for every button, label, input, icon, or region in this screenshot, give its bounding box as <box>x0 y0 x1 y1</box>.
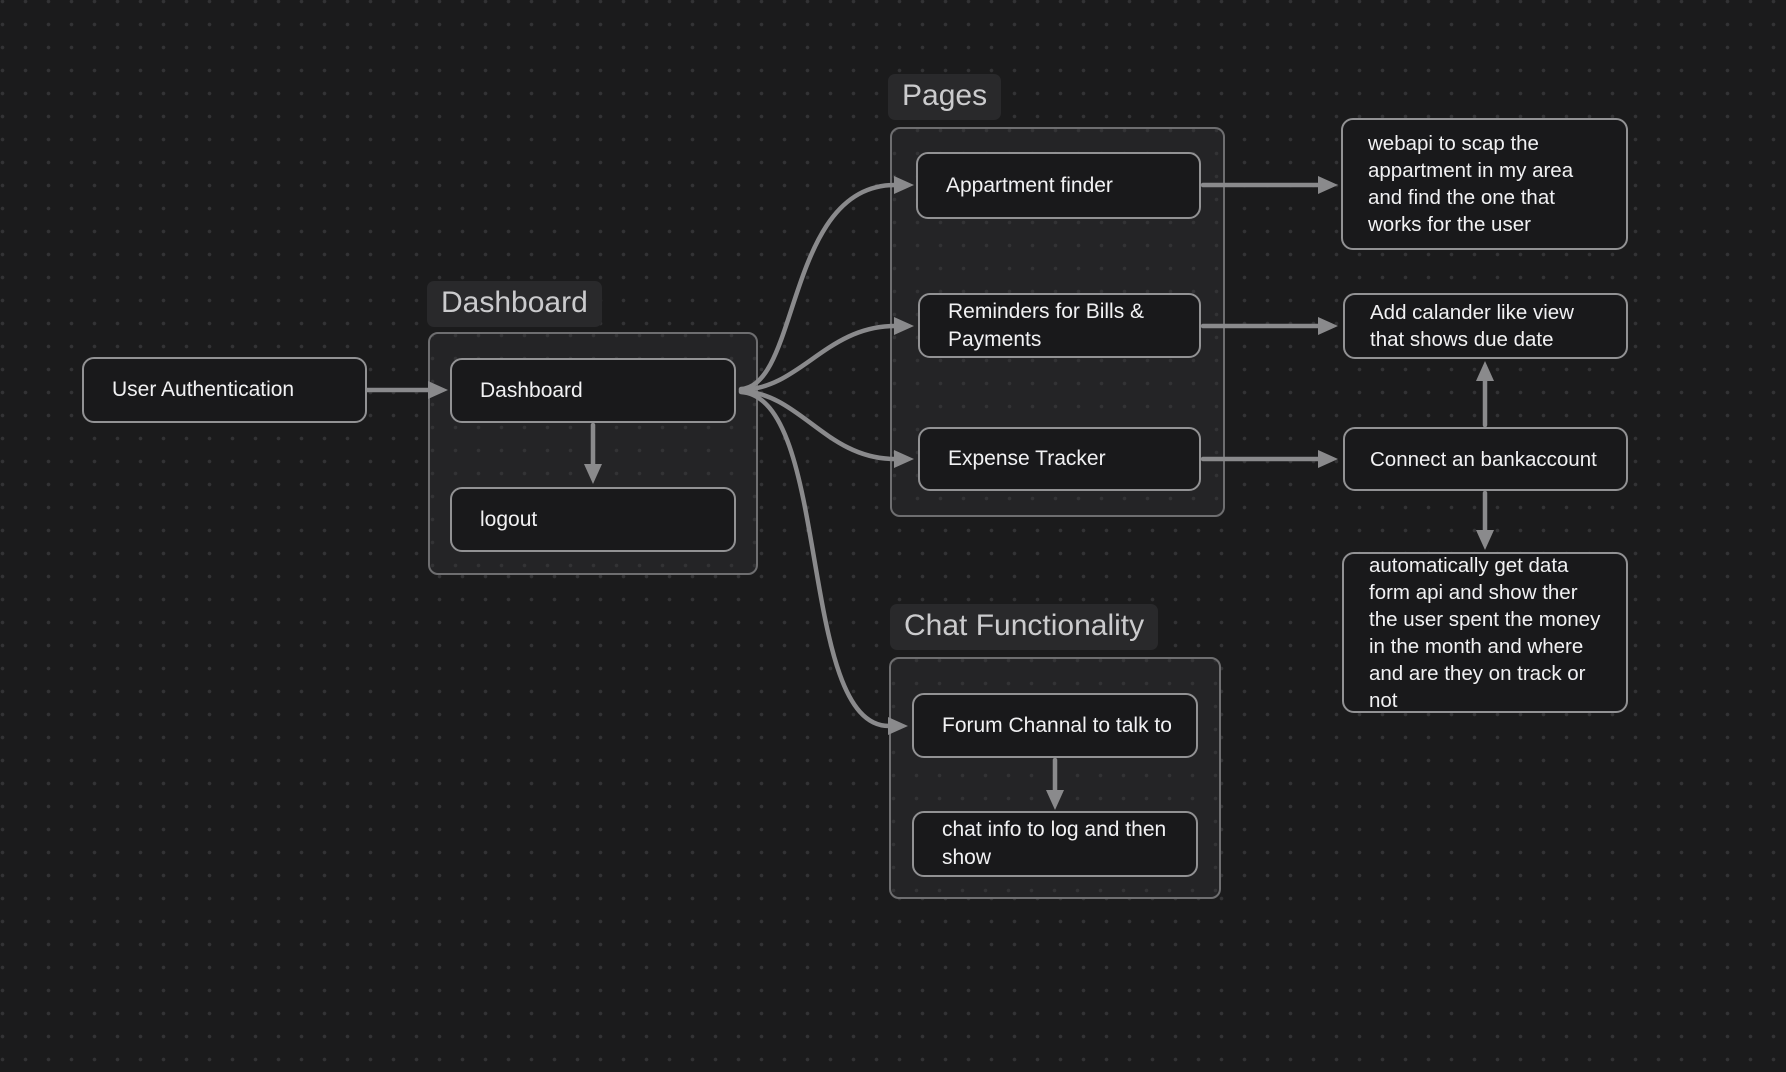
arrow-dashboard-to-forum-channel[interactable] <box>738 389 908 735</box>
node-chat-log[interactable]: chat info to log and then show <box>912 811 1198 877</box>
node-calendar-note-text: Add calander like view that shows due da… <box>1370 301 1574 351</box>
node-forum-channel[interactable]: Forum Channal to talk to <box>912 693 1198 758</box>
node-logout[interactable]: logout <box>450 487 736 552</box>
node-user-authentication[interactable]: User Authentication <box>82 357 367 423</box>
node-auto-data-note-text: automatically get data form api and show… <box>1369 553 1601 712</box>
node-auto-data-note[interactable]: automatically get data form api and show… <box>1342 552 1628 713</box>
arrow-bank-note-to-auto-data-note[interactable] <box>1476 490 1494 550</box>
node-apartment-finder[interactable]: Appartment finder <box>916 152 1201 219</box>
node-bank-note[interactable]: Connect an bankaccount <box>1343 427 1628 491</box>
node-logout-text: logout <box>480 507 538 531</box>
node-forum-channel-text: Forum Channal to talk to <box>942 713 1172 737</box>
node-bill-reminders-text: Reminders for Bills & Payments <box>948 299 1145 351</box>
frame-dashboard-label[interactable]: Dashboard <box>427 281 602 327</box>
frame-chat-functionality-label[interactable]: Chat Functionality <box>890 604 1159 650</box>
node-chat-log-text: chat info to log and then show <box>942 818 1167 869</box>
node-apartment-finder-text: Appartment finder <box>946 173 1113 197</box>
node-user-authentication-text: User Authentication <box>112 378 295 401</box>
arrow-bank-note-to-calendar-note[interactable] <box>1476 361 1494 428</box>
arrow-dashboard-to-apartment-finder[interactable] <box>738 176 914 392</box>
node-dashboard[interactable]: Dashboard <box>450 358 736 423</box>
node-bill-reminders[interactable]: Reminders for Bills & Payments <box>918 293 1201 358</box>
node-bank-note-text: Connect an bankaccount <box>1370 447 1597 471</box>
node-expense-tracker[interactable]: Expense Tracker <box>918 427 1201 491</box>
node-calendar-note[interactable]: Add calander like view that shows due da… <box>1343 293 1628 359</box>
frame-pages-label[interactable]: Pages <box>888 74 1002 120</box>
node-dashboard-text: Dashboard <box>480 378 583 402</box>
arrow-dashboard-to-expense-tracker[interactable] <box>738 388 914 468</box>
node-webapi-note[interactable]: webapi to scap the appartment in my area… <box>1341 118 1628 250</box>
arrow-dashboard-to-bill-reminders[interactable] <box>738 317 914 393</box>
node-expense-tracker-text: Expense Tracker <box>948 447 1106 470</box>
node-webapi-note-text: webapi to scap the appartment in my area… <box>1368 132 1574 236</box>
